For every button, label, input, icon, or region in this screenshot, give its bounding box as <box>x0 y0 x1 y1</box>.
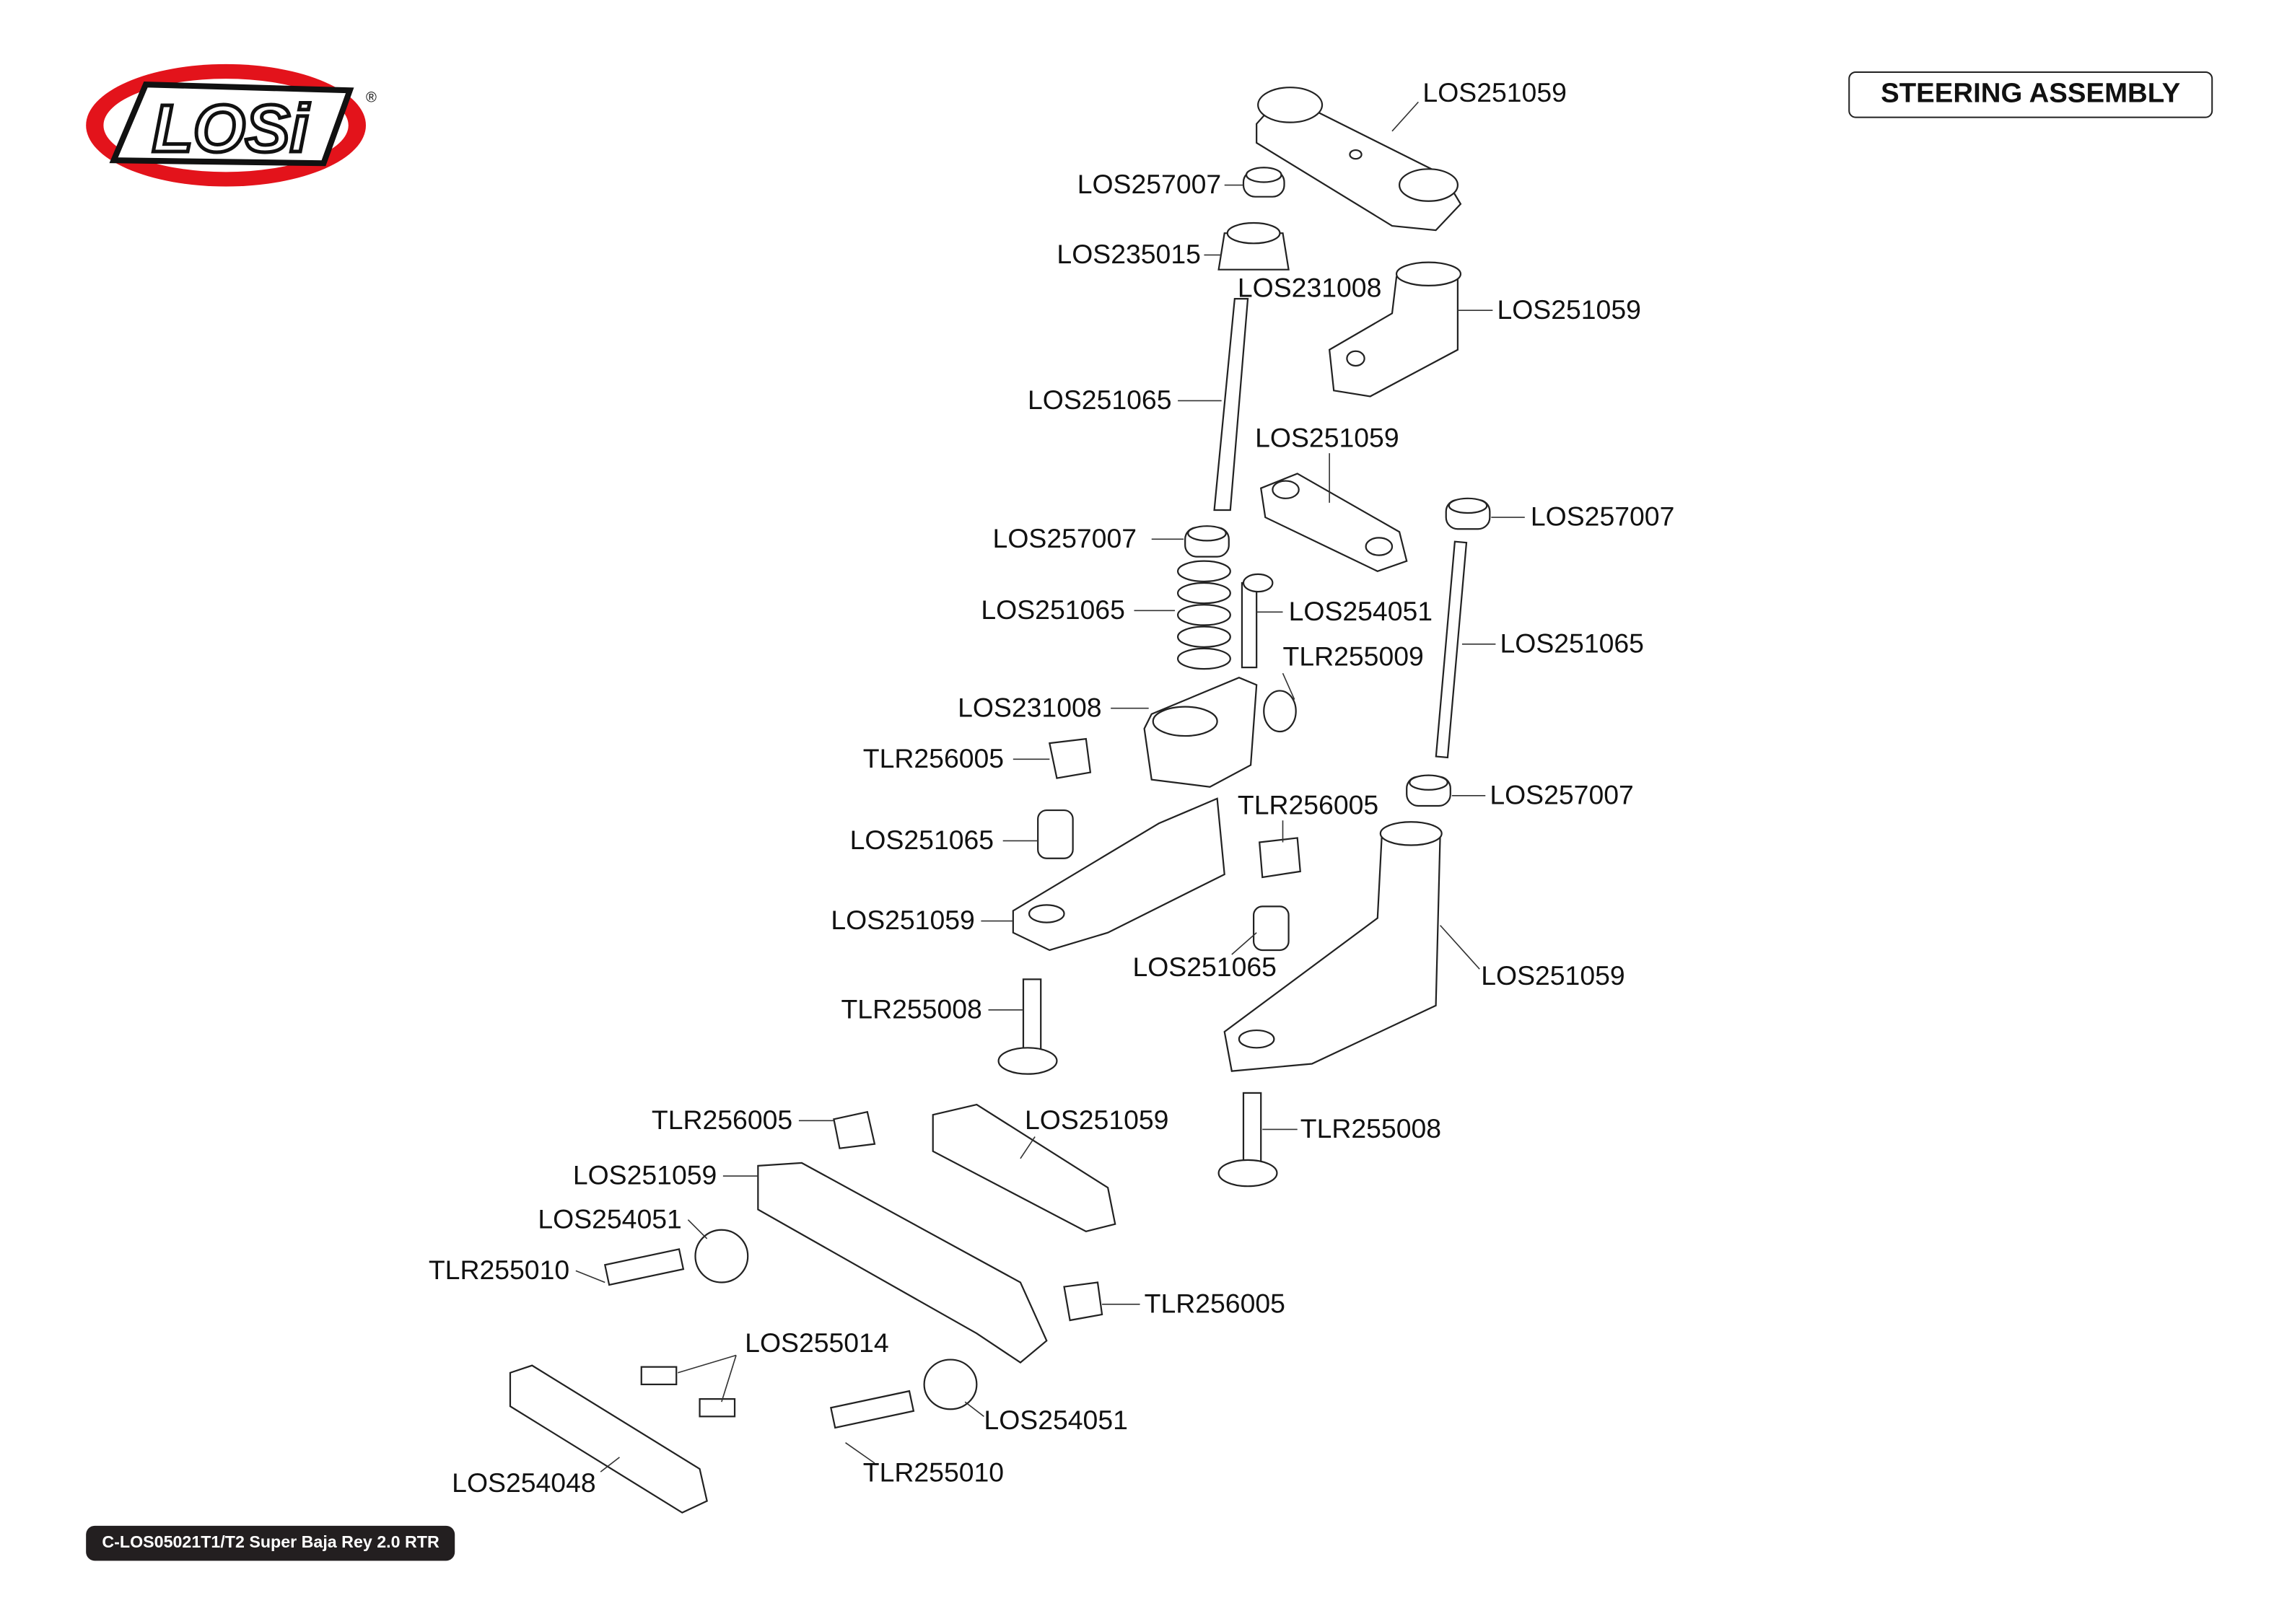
part-number-label: LOS251065 <box>849 824 994 856</box>
part-number-label: LOS257007 <box>1077 168 1222 200</box>
bellcrank-left <box>1012 797 1301 952</box>
model-footer-badge: C-LOS05021T1/T2 Super Baja Rey 2.0 RTR <box>86 1525 455 1561</box>
part-number-label: LOS251059 <box>831 904 975 936</box>
losi-logo: LOSi ® <box>86 63 377 187</box>
part-number-label: LOS254051 <box>538 1203 682 1234</box>
part-number-label: LOS251059 <box>1255 422 1399 453</box>
bellcrank-right <box>1223 821 1443 1072</box>
part-number-label: LOS251059 <box>1422 76 1567 107</box>
part-number-label: TLR255008 <box>1300 1112 1442 1144</box>
part-number-label: TLR256005 <box>1237 789 1379 820</box>
part-number-label: LOS231008 <box>1237 272 1382 303</box>
svg-text:LOSi: LOSi <box>152 91 310 166</box>
part-number-label: LOS251059 <box>572 1159 717 1190</box>
part-number-label: LOS251065 <box>1500 628 1644 659</box>
part-number-label: TLR256005 <box>1144 1288 1285 1319</box>
part-number-label: LOS235015 <box>1057 238 1201 270</box>
drag-link-main <box>509 1103 1116 1514</box>
bearings <box>1184 167 1491 807</box>
section-title: STEERING ASSEMBLY <box>1848 71 2213 118</box>
part-number-label: LOS254048 <box>452 1467 596 1498</box>
part-number-label: LOS251059 <box>1481 960 1625 991</box>
part-number-label: TLR256005 <box>651 1104 793 1135</box>
spring-and-screw <box>1176 540 1468 759</box>
part-number-label: TLR255010 <box>862 1457 1005 1488</box>
leader-lines <box>575 101 1525 1472</box>
part-number-label: LOS254051 <box>984 1404 1128 1436</box>
part-number-label: LOS231008 <box>958 691 1102 723</box>
part-number-label: LOS251065 <box>1132 951 1277 982</box>
part-number-label: LOS251065 <box>1028 384 1172 416</box>
part-number-label: LOS257007 <box>1530 501 1675 532</box>
part-number-label: LOS257007 <box>992 522 1137 554</box>
nut-and-shaft <box>1213 221 1290 512</box>
part-number-label: LOS251059 <box>1024 1104 1169 1135</box>
servo-saver-and-balls <box>1048 677 1297 788</box>
steering-arm-servo <box>1328 261 1462 398</box>
steering-arm-top <box>1256 87 1462 232</box>
part-number-label: TLR255008 <box>841 993 982 1024</box>
part-number-label: TLR255009 <box>1282 641 1424 672</box>
screws <box>833 978 1278 1322</box>
part-number-label: TLR255010 <box>428 1254 570 1286</box>
part-number-label: LOS255014 <box>745 1327 889 1359</box>
drag-link-small <box>1259 473 1408 573</box>
part-number-label: TLR256005 <box>862 742 1005 774</box>
part-number-label: LOS251059 <box>1497 294 1641 325</box>
part-number-label: LOS254051 <box>1288 595 1433 627</box>
svg-text:®: ® <box>366 89 377 105</box>
part-number-label: LOS251065 <box>981 594 1125 626</box>
part-number-label: LOS257007 <box>1490 779 1634 810</box>
